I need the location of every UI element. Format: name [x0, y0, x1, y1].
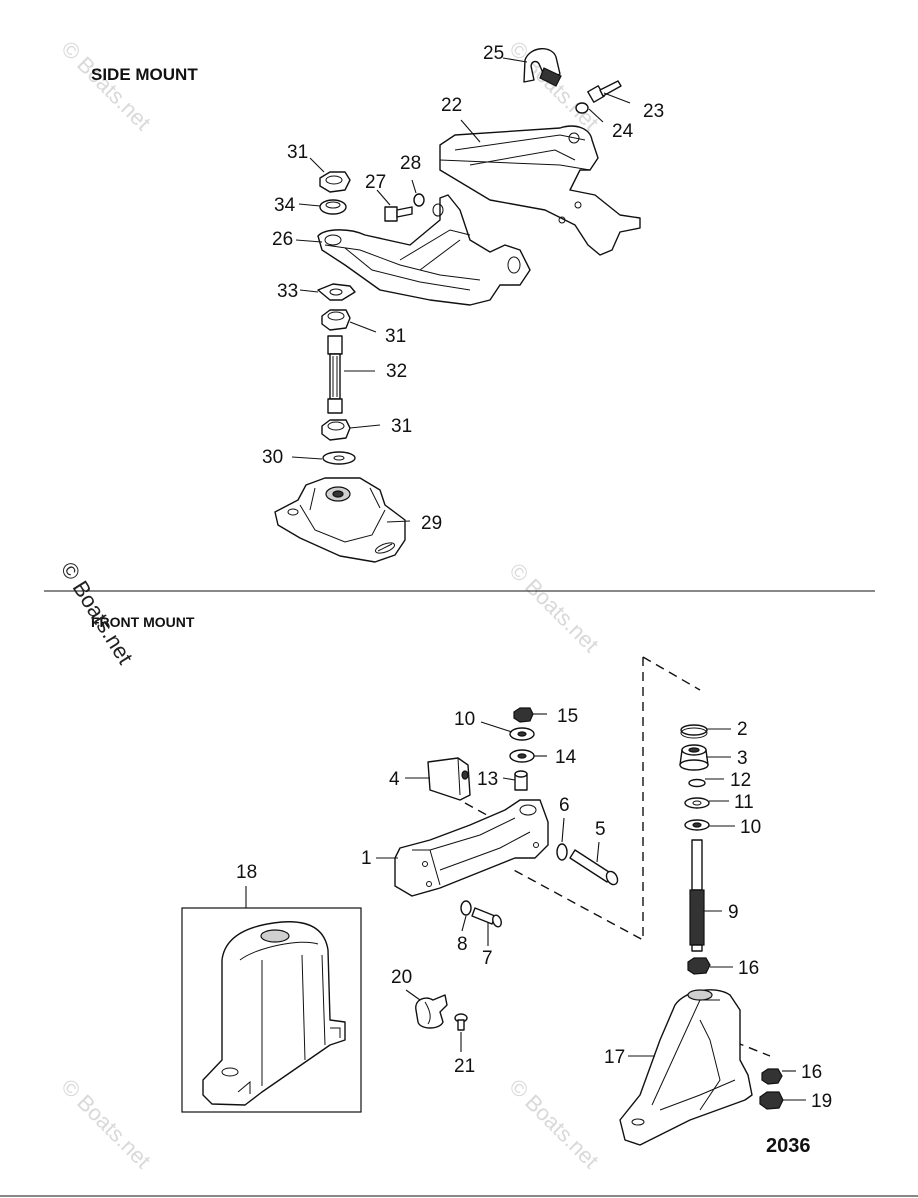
part-25-clamp — [523, 48, 562, 87]
callout-31-top: 31 — [287, 142, 308, 163]
callout-30: 30 — [262, 447, 283, 468]
callout-8: 8 — [457, 934, 468, 955]
callout-29: 29 — [421, 513, 442, 534]
part-13-spacer — [514, 770, 528, 791]
part-17-mount — [619, 989, 753, 1146]
watermark-mid-right: © Boats.net — [504, 558, 603, 657]
part-10-washer-top — [509, 727, 535, 741]
part-22-bracket — [439, 125, 641, 256]
leader-lines — [245, 57, 806, 1101]
callout-17: 17 — [604, 1047, 625, 1068]
front-mount-title: FRONT MOUNT — [91, 614, 195, 630]
callout-7: 7 — [482, 948, 493, 969]
callout-20: 20 — [391, 967, 412, 988]
callout-32: 32 — [386, 361, 407, 382]
callout-24: 24 — [612, 121, 634, 142]
part-31-nut-top — [319, 171, 351, 193]
part-34-lockwasher — [319, 199, 347, 215]
part-18-box — [181, 907, 362, 1113]
callout-27: 27 — [365, 172, 386, 193]
part-10-washer-bottom — [684, 819, 710, 831]
part-3-bushing — [679, 744, 709, 771]
part-18-mount — [202, 921, 346, 1106]
callout-28: 28 — [400, 153, 421, 174]
assembly-dashed-line — [509, 656, 701, 942]
assembly-dashed-line-nut — [734, 1041, 771, 1057]
part-33-tab-washer — [317, 283, 356, 301]
watermark-front: © Boats.net — [56, 557, 138, 668]
part-11-washer — [684, 797, 710, 809]
callout-19: 19 — [811, 1091, 832, 1112]
watermark-top-left: © Boats.net — [56, 36, 155, 135]
callout-26: 26 — [272, 229, 293, 250]
callout-11: 11 — [734, 792, 754, 813]
callout-4: 4 — [389, 769, 400, 790]
callout-15: 15 — [557, 706, 578, 727]
part-5-bolt — [569, 849, 619, 886]
part-29-isolator-mount — [274, 477, 406, 563]
part-21-screw — [454, 1013, 468, 1031]
part-9-stud — [689, 839, 705, 952]
part-30-washer — [322, 451, 356, 465]
part-12-washer — [688, 778, 706, 788]
callout-12: 12 — [730, 770, 751, 791]
callout-23: 23 — [643, 101, 664, 122]
side-mount-title: SIDE MOUNT — [91, 65, 198, 84]
callout-14: 14 — [555, 747, 577, 768]
part-24-washer — [575, 102, 589, 114]
part-16-nut-top — [687, 957, 711, 975]
watermark-bottom-right: © Boats.net — [504, 1074, 603, 1173]
part-26-mount-bracket — [317, 194, 531, 306]
callout-22: 22 — [441, 95, 462, 116]
part-1-bracket — [394, 799, 549, 897]
figure-number: 2036 — [766, 1135, 811, 1157]
part-16-nut-bottom — [761, 1068, 783, 1085]
watermark-bottom-left: © Boats.net — [56, 1074, 155, 1173]
callout-10-bottom: 10 — [740, 817, 761, 838]
callout-10-top: 10 — [454, 709, 475, 730]
part-15-nut — [513, 707, 534, 723]
callout-31-mid: 31 — [385, 326, 406, 347]
part-32-stud — [327, 335, 343, 414]
part-2-washer — [680, 724, 708, 739]
callout-1: 1 — [361, 848, 372, 869]
callout-34: 34 — [274, 195, 296, 216]
callout-25: 25 — [483, 43, 504, 64]
callout-33: 33 — [277, 281, 298, 302]
callout-16-bottom: 16 — [801, 1062, 822, 1083]
callout-31-bottom: 31 — [391, 416, 412, 437]
part-23-bolt — [587, 80, 622, 103]
part-7-bolt — [471, 907, 502, 928]
callout-labels: 25 23 24 22 31 34 27 28 26 33 31 32 31 3… — [236, 43, 832, 1112]
callout-16-top: 16 — [738, 958, 759, 979]
part-27-bolt — [384, 206, 413, 222]
part-14-washer — [509, 749, 535, 763]
callout-6: 6 — [559, 795, 570, 816]
part-28-washer — [413, 193, 425, 207]
callout-2: 2 — [737, 719, 748, 740]
part-20-clamp — [415, 994, 448, 1029]
part-19-nut — [759, 1091, 784, 1110]
part-6-washer — [556, 843, 568, 861]
callout-21: 21 — [454, 1056, 475, 1077]
callout-5: 5 — [595, 819, 606, 840]
callout-3: 3 — [737, 748, 748, 769]
callout-13: 13 — [477, 769, 498, 790]
part-31-nut-bottom — [321, 419, 351, 441]
part-31-nut-mid — [321, 309, 351, 331]
callout-9: 9 — [728, 902, 739, 923]
part-8-washer — [460, 900, 472, 916]
callout-18: 18 — [236, 862, 257, 883]
part-4-shield — [427, 757, 471, 801]
